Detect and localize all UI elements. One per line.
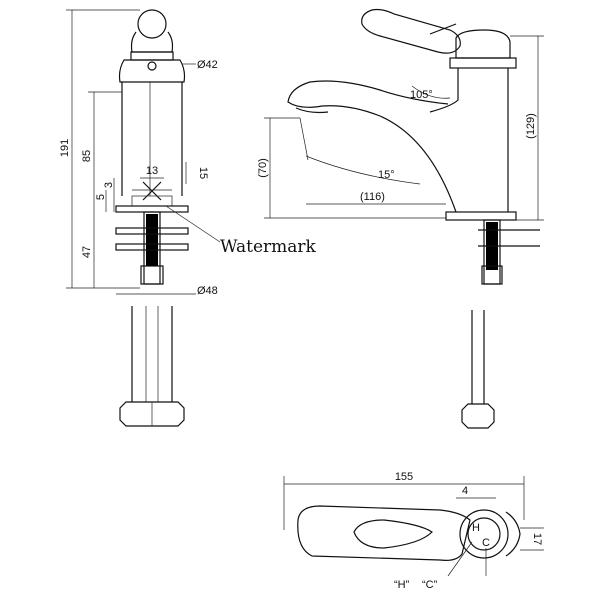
front-cartridge-box: [131, 195, 173, 207]
top-head-inner: [467, 517, 501, 551]
dim-spout-angle: 15°: [378, 169, 395, 181]
top-cold-mark: C: [482, 537, 490, 549]
dim-body-height: (129): [525, 113, 537, 139]
side-lever: [361, 8, 461, 54]
dim-small-3: 3: [103, 182, 115, 188]
front-knob: [137, 9, 167, 39]
top-hot-label: “H”: [394, 579, 410, 591]
watermark-text: Watermark: [220, 237, 317, 257]
side-view: (70) (116) 15° 105° (129): [257, 8, 544, 429]
front-washer-1: [115, 227, 189, 235]
top-body: [297, 505, 471, 561]
dim-body-diameter: Ø42: [197, 59, 218, 71]
side-head-ring: [449, 57, 517, 69]
hot-leader: [447, 541, 473, 577]
front-knob-ring: [130, 51, 174, 61]
dim-overall-height: 191: [59, 139, 71, 157]
side-aerator: [295, 107, 329, 114]
front-base-plate: [115, 205, 189, 213]
top-lever: [353, 519, 433, 549]
side-body: [429, 68, 509, 212]
dim-105-arc: [411, 85, 451, 99]
front-threaded-rod: [146, 214, 158, 266]
front-hose: [131, 306, 173, 402]
dim-cartridge-width: 13: [146, 165, 158, 177]
side-hose: [471, 310, 485, 404]
top-view: H C 155 4 17 “H” “C”: [283, 471, 544, 591]
dim-spout-height: (70): [257, 158, 269, 178]
front-knob-screw: [147, 61, 157, 71]
dim-15-angle-line: [299, 117, 309, 161]
side-base: [445, 211, 517, 221]
front-head: [118, 59, 186, 83]
dim-handle-angle: 105°: [410, 89, 433, 101]
front-hose-nut: [119, 401, 185, 427]
side-lever-line: [429, 23, 457, 35]
side-spout: [287, 80, 457, 213]
front-body: [121, 82, 183, 196]
front-nut: [140, 265, 164, 285]
dim-spout-reach: (116): [360, 191, 385, 203]
side-hose-nut: [461, 403, 495, 429]
top-hot-mark: H: [472, 522, 480, 534]
top-cold-label: “C”: [422, 579, 438, 591]
side-nut: [481, 265, 503, 285]
front-washer-2: [115, 243, 189, 251]
side-head: [455, 29, 511, 59]
top-head-flange: [505, 511, 521, 557]
front-knob-collar: [130, 31, 174, 53]
watermark-leader: [165, 205, 221, 243]
dim-cartridge-height: 15: [197, 167, 209, 179]
front-view: 191 85 47 5 3 13 15 Ø42 Ø48: [59, 9, 218, 427]
dim-upper-height: 85: [81, 150, 93, 162]
top-head-outer: [459, 509, 509, 559]
front-cartridge-mark: [142, 181, 162, 201]
dim-small-5: 5: [95, 194, 107, 200]
dim-overall-length: 155: [395, 471, 413, 483]
dim-15-angle-arc: [305, 155, 421, 185]
dim-base-diameter: Ø48: [197, 285, 218, 297]
dim-lower-height: 47: [81, 246, 93, 258]
dim-width: 17: [531, 533, 543, 545]
dim-offset: 4: [462, 485, 468, 497]
